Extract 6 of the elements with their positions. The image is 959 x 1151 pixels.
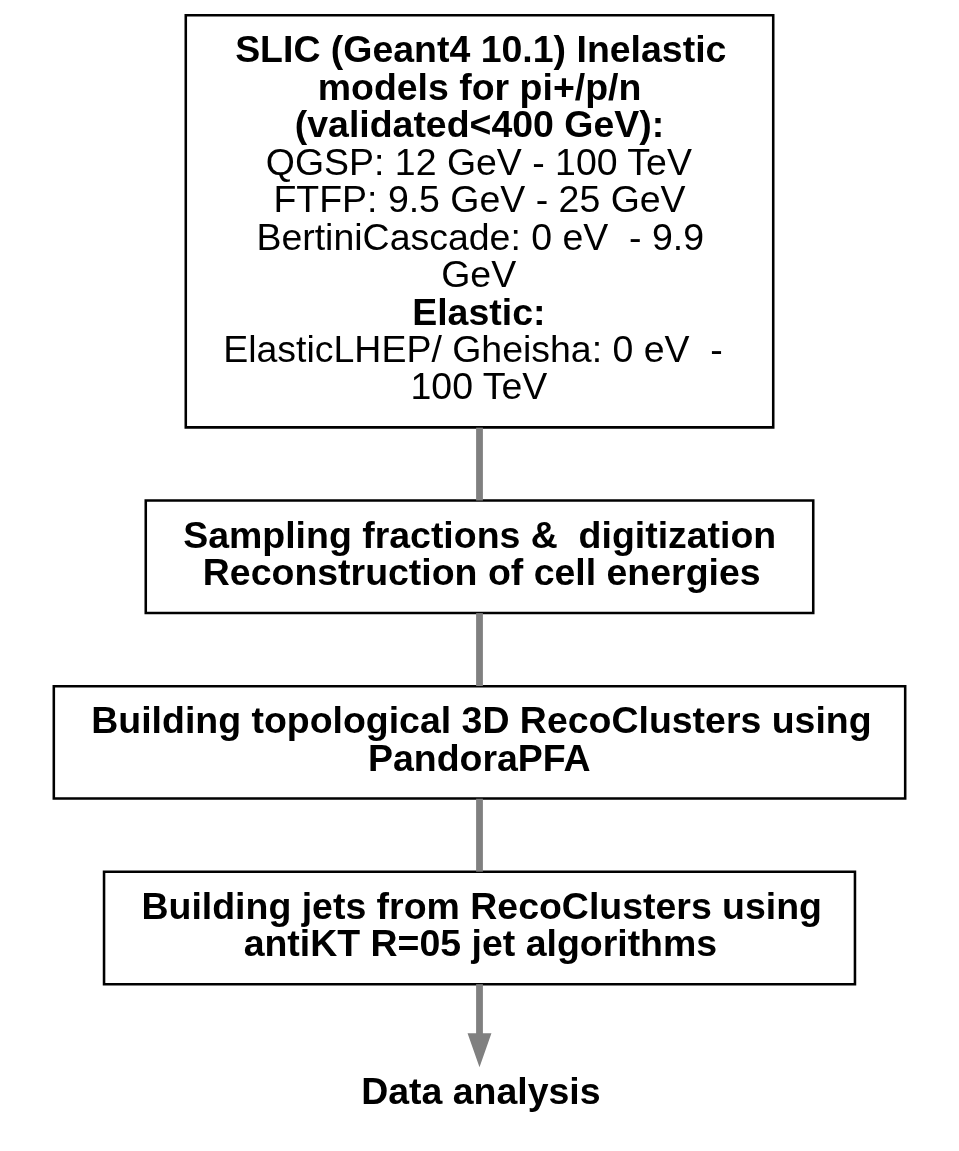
node-box: SLIC (Geant4 10.1) Inelastic models for pi+/p/n (validated<400 GeV): QGSP: 12 GeV - 100 TeV FTFP: 9.5 GeV - 25 GeV BertiniCascade: 0 eV - 9.9 GeV Elastic: ElasticLHEP/ Gheisha: 0 eV - 100 TeV — [184, 14, 775, 429]
node-box: Building topological 3D RecoClusters using PandoraPFA — [52, 684, 907, 800]
node-box: Building jets from RecoClusters using antiKT R=05 jet algorithms — [102, 870, 857, 986]
connector — [476, 427, 483, 501]
node-box: Sampling fractions & digitization Reconstruction of cell energies — [144, 499, 815, 615]
node-text: Data analysis — [361, 1070, 601, 1113]
